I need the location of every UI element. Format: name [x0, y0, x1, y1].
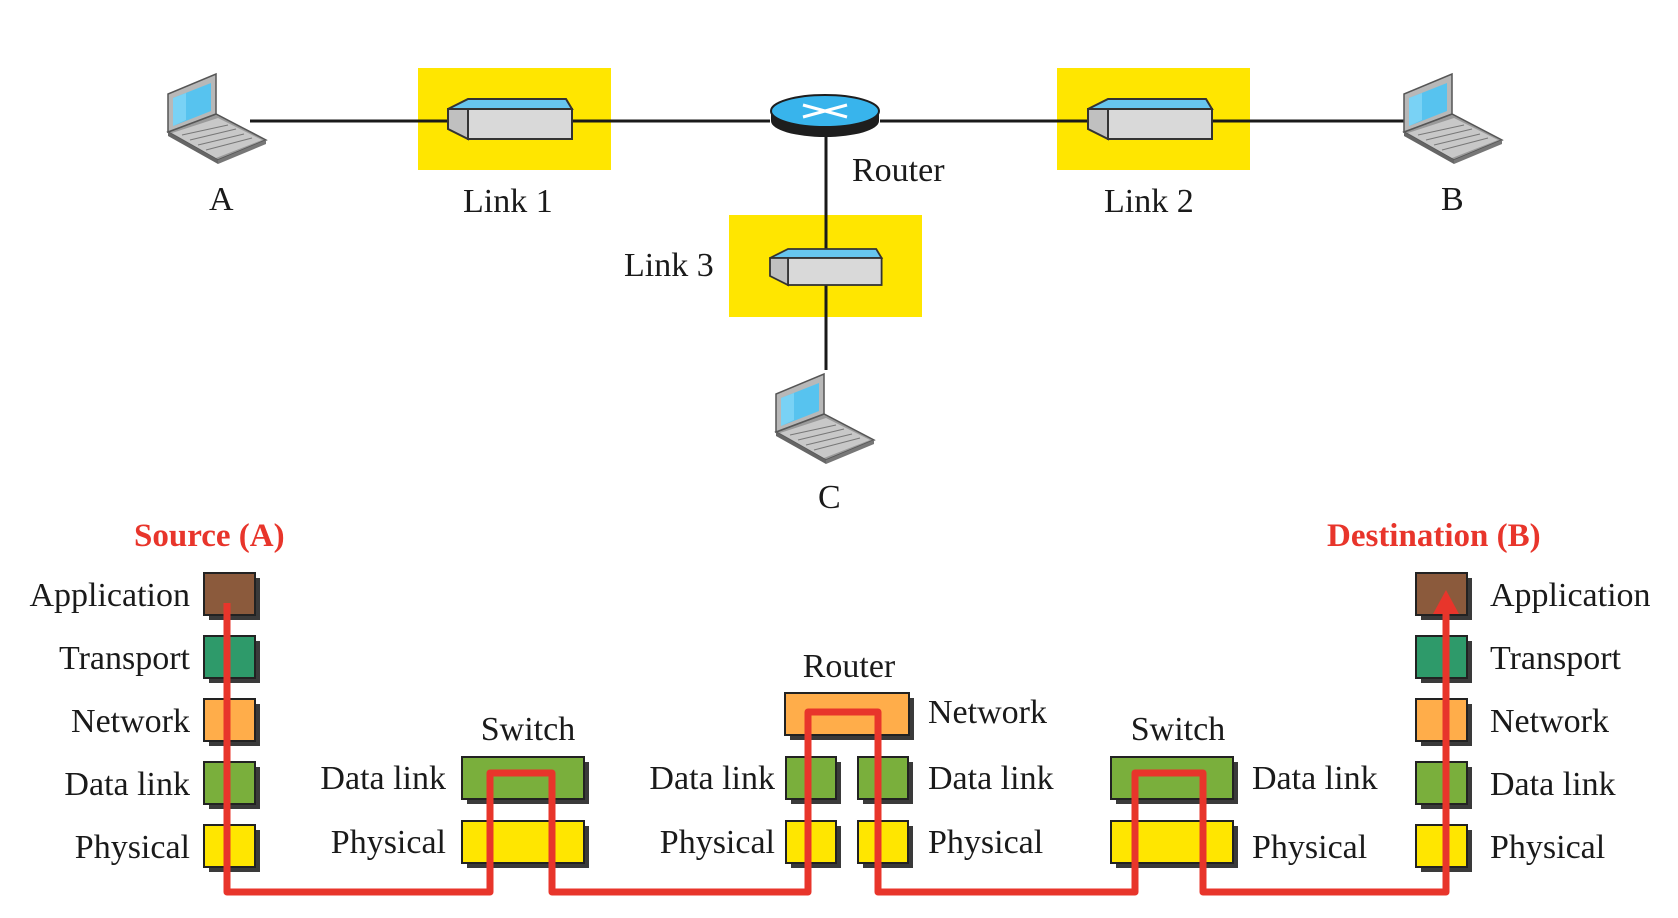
data-path	[223, 603, 1450, 896]
switch2-label: Switch	[1131, 711, 1225, 748]
source-datalink-label: Data link	[64, 766, 190, 803]
layer-path-diagram: Source (A) Destination (B) Application T…	[29, 518, 1651, 896]
laptop-icon	[775, 373, 875, 465]
link1-label: Link 1	[463, 183, 553, 220]
router-physical-left-label: Physical	[660, 824, 775, 861]
destination-application-label: Application	[1490, 577, 1651, 614]
destination-transport-label: Transport	[1490, 640, 1622, 677]
router-network-label: Network	[928, 694, 1047, 731]
router-datalink-left-label: Data link	[649, 760, 775, 797]
source-network-label: Network	[71, 703, 190, 740]
router-datalink-right-label: Data link	[928, 760, 1054, 797]
destination-stack: Application Transport Network Data link …	[1415, 572, 1651, 872]
source-physical-label: Physical	[75, 829, 190, 866]
host-c-label: C	[818, 479, 841, 516]
host-a-label: A	[209, 181, 234, 218]
laptop-icon	[1403, 73, 1503, 165]
router-stack-label: Router	[803, 648, 896, 685]
switch1-datalink-label: Data link	[320, 760, 446, 797]
link2-label: Link 2	[1104, 183, 1194, 220]
destination-datalink-label: Data link	[1490, 766, 1616, 803]
router-physical-right-label: Physical	[928, 824, 1043, 861]
laptop-icon	[167, 73, 267, 165]
switch1-physical-label: Physical	[331, 824, 446, 861]
switch2-datalink-label: Data link	[1252, 760, 1378, 797]
router-icon	[769, 93, 881, 139]
host-b-label: B	[1441, 181, 1464, 218]
switch1-label: Switch	[481, 711, 575, 748]
switch-icon	[769, 248, 883, 286]
destination-network-label: Network	[1490, 703, 1609, 740]
path-arrowhead	[1433, 590, 1459, 614]
switch2-stack: Switch Data link Physical	[1110, 711, 1378, 868]
link3-label: Link 3	[624, 247, 714, 284]
source-application-label: Application	[29, 577, 190, 614]
switch-icon	[447, 98, 573, 140]
switch2-physical-label: Physical	[1252, 829, 1367, 866]
source-transport-label: Transport	[59, 640, 191, 677]
router-label: Router	[852, 152, 945, 189]
destination-title: Destination (B)	[1327, 518, 1541, 554]
source-title: Source (A)	[134, 518, 285, 554]
destination-physical-label: Physical	[1490, 829, 1605, 866]
router-stack: Router Network Data link Data link Physi…	[649, 648, 1054, 868]
topology: A B C Link 1 Link 2 Link 3 Router	[167, 68, 1503, 516]
switch-icon	[1087, 98, 1213, 140]
